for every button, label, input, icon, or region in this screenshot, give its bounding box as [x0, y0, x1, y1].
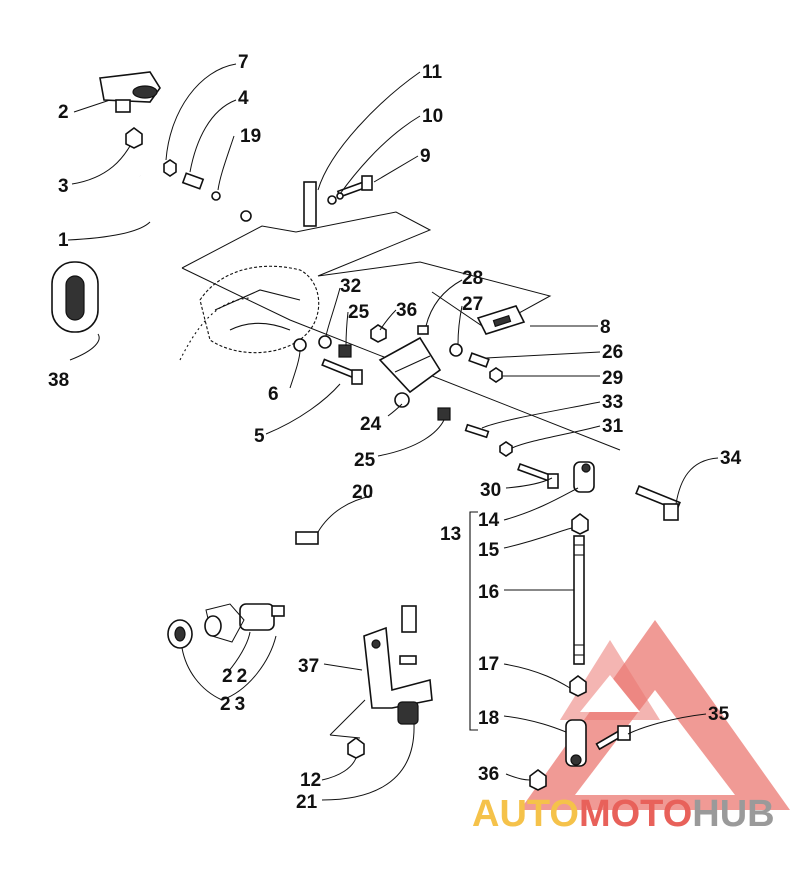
mount-divider	[329, 699, 366, 736]
watermark-text: AUTOMOTOHUB	[472, 793, 775, 835]
nut-part-3	[125, 127, 143, 149]
callout-18: 18	[478, 708, 499, 729]
callout-17: 17	[478, 654, 499, 675]
callout-16: 16	[478, 582, 499, 603]
spacer-part-25-lower	[437, 407, 451, 421]
bushing-part-4	[181, 172, 205, 190]
washer-part-11	[336, 192, 344, 200]
watermark-logo	[520, 620, 790, 810]
switch-part-22	[205, 603, 285, 643]
callout-23: 23	[220, 694, 249, 715]
callout-26: 26	[602, 342, 623, 363]
callout-25: 25	[348, 302, 370, 323]
callout-27: 27	[462, 294, 483, 315]
callout-25b: 25	[354, 450, 376, 471]
callout-36: 36	[396, 300, 417, 321]
callout-7: 7	[238, 52, 249, 73]
callout-30: 30	[480, 480, 501, 501]
grommet-part-38	[51, 261, 99, 333]
callout-21: 21	[296, 792, 318, 813]
washer-part-10	[327, 195, 337, 205]
screw-part-28	[417, 325, 429, 335]
callout-24: 24	[360, 414, 382, 435]
rod-end-part-14	[573, 461, 595, 493]
callout-11: 11	[422, 62, 443, 83]
washer-part-19	[211, 191, 221, 201]
callout-32: 32	[340, 276, 361, 297]
nut-part-12	[347, 737, 365, 759]
washer-part-6	[293, 338, 307, 352]
callout-35: 35	[708, 704, 730, 725]
bracket-part-24	[378, 336, 442, 408]
assembly-boundary-lower	[181, 267, 621, 451]
bolt-part-9	[336, 175, 373, 198]
callout-9: 9	[420, 146, 431, 167]
callout-33: 33	[602, 392, 623, 413]
switch-part-21	[397, 701, 419, 725]
nut-part-31	[499, 441, 513, 457]
nut-part-36-bottom	[529, 769, 547, 791]
pin-part-33	[464, 423, 490, 439]
group-bracket-13	[469, 511, 478, 731]
nut-part-7	[163, 159, 177, 177]
callout-37: 37	[298, 656, 319, 677]
callout-29: 29	[602, 368, 623, 389]
spacer-part-25	[338, 344, 352, 358]
shift-lever-part	[138, 175, 317, 250]
callout-20: 20	[352, 482, 373, 503]
cable-part-20	[295, 528, 417, 633]
callout-22: 22	[222, 666, 251, 687]
callout-10: 10	[422, 106, 443, 127]
callout-5: 5	[254, 426, 265, 447]
nut-part-17	[569, 675, 587, 697]
callout-2: 2	[58, 102, 69, 123]
callout-38: 38	[48, 370, 69, 391]
threaded-rod-part-16	[573, 535, 585, 665]
callout-3: 3	[58, 176, 69, 197]
mount-divider-b	[329, 734, 361, 739]
nut-part-29	[489, 367, 503, 383]
switch-bracket-part-37	[363, 626, 433, 709]
callout-labels: 1 2 3 4 5 6 7 8 9 10 11 12 13 14 15 16 1…	[48, 52, 742, 813]
rod-end-part-18	[565, 719, 587, 767]
nut-part-36-top	[370, 324, 387, 343]
callout-8: 8	[600, 317, 611, 338]
leader-lines	[67, 63, 719, 801]
callout-13: 13	[440, 524, 461, 545]
callout-15: 15	[478, 540, 500, 561]
engine-casting	[179, 265, 320, 361]
callout-36b: 36	[478, 764, 499, 785]
washer-part-32	[318, 335, 332, 349]
block-part-8	[476, 305, 526, 335]
bolt-part-30	[517, 462, 559, 489]
spacer-part-26	[468, 352, 490, 368]
callout-34: 34	[720, 448, 742, 469]
callout-28: 28	[462, 268, 483, 289]
callout-19: 19	[240, 126, 261, 147]
bolt-part-5	[321, 358, 363, 385]
callout-4: 4	[238, 88, 249, 109]
handle-grip-part	[99, 71, 161, 113]
callout-14: 14	[478, 510, 500, 531]
callout-6: 6	[268, 384, 279, 405]
callout-31: 31	[602, 416, 624, 437]
nut-part-15	[571, 513, 589, 535]
bushing-part-27	[449, 343, 463, 357]
nut-part-23	[167, 615, 222, 649]
callout-1: 1	[58, 230, 69, 251]
bolt-part-34	[635, 485, 681, 521]
callout-12: 12	[300, 770, 321, 791]
